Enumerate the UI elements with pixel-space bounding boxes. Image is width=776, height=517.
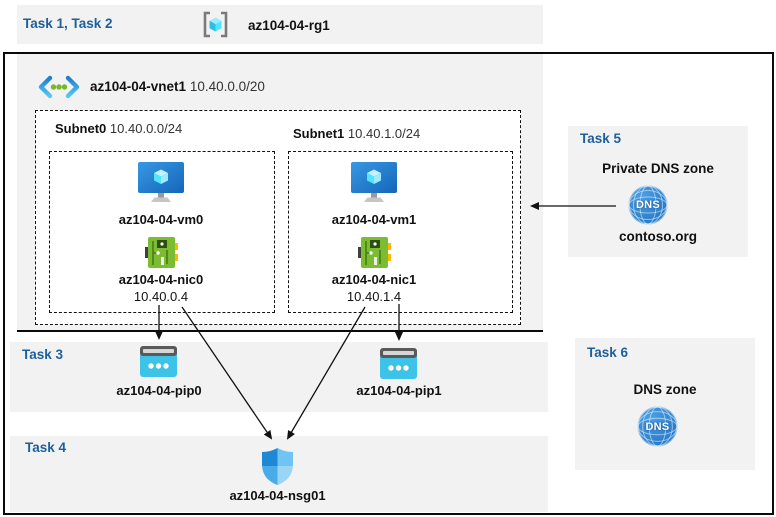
nic0-ip: 10.40.0.4 bbox=[133, 289, 189, 304]
vm1-icon bbox=[351, 162, 397, 203]
task12-band bbox=[17, 5, 543, 44]
vm1-name: az104-04-vm1 bbox=[331, 212, 417, 227]
dns-zone-icon: DNS bbox=[637, 406, 678, 447]
subnet1-label: Subnet1 10.40.1.0/24 bbox=[293, 126, 421, 141]
nic1-icon bbox=[358, 236, 391, 269]
private-dns-icon: DNS bbox=[628, 185, 668, 225]
outer-frame bbox=[3, 52, 774, 515]
task12-label: Task 1, Task 2 bbox=[23, 16, 113, 31]
private-dns-zone-name: contoso.org bbox=[619, 229, 697, 244]
vm0-name: az104-04-vm0 bbox=[118, 212, 204, 227]
vnet-title: az104-04-vnet1 10.40.0.0/20 bbox=[90, 79, 265, 94]
nsg-icon bbox=[262, 448, 293, 485]
dns-zone-icon-text: DNS bbox=[645, 420, 670, 433]
subnet1-box bbox=[288, 151, 513, 313]
subnet0-label: Subnet0 10.40.0.0/24 bbox=[55, 121, 183, 136]
nic1-ip: 10.40.1.4 bbox=[346, 289, 402, 304]
private-dns-icon-text: DNS bbox=[635, 199, 661, 211]
vnet-name: az104-04-vnet1 bbox=[90, 79, 187, 94]
task3-band bbox=[10, 342, 548, 412]
task6-label: Task 6 bbox=[587, 345, 629, 360]
task5-label: Task 5 bbox=[580, 131, 622, 146]
nic0-name: az104-04-nic0 bbox=[118, 272, 204, 287]
pip0-name: az104-04-pip0 bbox=[116, 383, 202, 398]
task3-label: Task 3 bbox=[22, 347, 64, 362]
resource-group-icon bbox=[202, 11, 229, 38]
pip0-icon bbox=[140, 346, 177, 377]
pip1-icon bbox=[380, 348, 417, 379]
vnet-cidr: 10.40.0.0/20 bbox=[189, 79, 265, 94]
nic0-icon bbox=[145, 236, 178, 269]
nsg-name: az104-04-nsg01 bbox=[229, 488, 326, 503]
private-dns-zone-title: Private DNS zone bbox=[602, 161, 714, 176]
resource-group-name: az104-04-rg1 bbox=[248, 18, 330, 33]
task4-label: Task 4 bbox=[25, 440, 67, 455]
dns-zone-title: DNS zone bbox=[633, 382, 697, 397]
vm0-icon bbox=[138, 162, 184, 203]
nic1-name: az104-04-nic1 bbox=[331, 272, 417, 287]
vnet-icon bbox=[37, 75, 81, 99]
pip1-name: az104-04-pip1 bbox=[356, 383, 442, 398]
task6-box bbox=[575, 338, 755, 470]
